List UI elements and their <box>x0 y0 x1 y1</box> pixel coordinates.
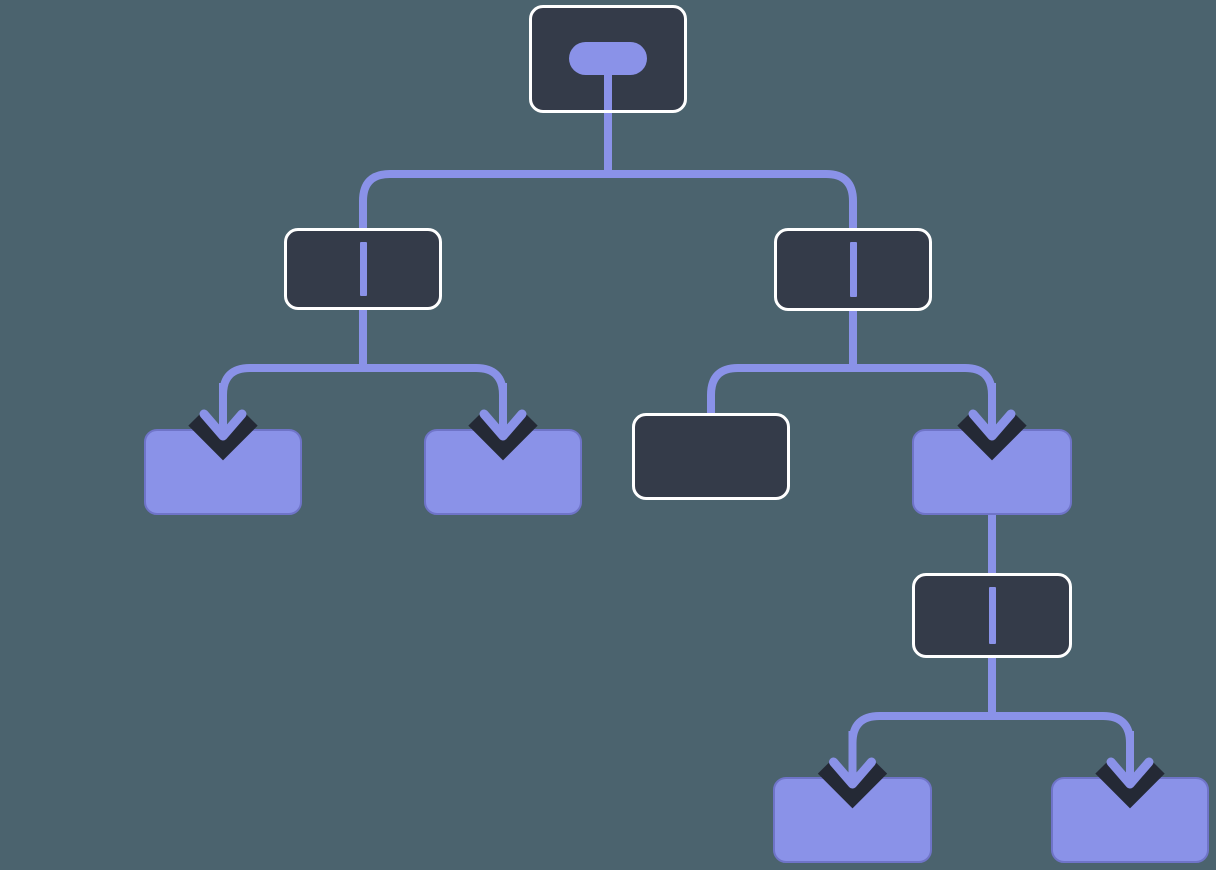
node-branch-d[interactable] <box>912 573 1072 658</box>
divider-line <box>359 242 367 296</box>
node-leaf-a[interactable] <box>144 429 302 515</box>
node-leaf-e[interactable] <box>773 777 932 863</box>
node-node-d[interactable] <box>912 429 1072 515</box>
node-leaf-c[interactable] <box>632 413 790 500</box>
connector-edge <box>604 109 857 234</box>
node-branch-left[interactable] <box>284 228 442 310</box>
node-leaf-f[interactable] <box>1051 777 1209 863</box>
pill-placeholder <box>569 42 647 75</box>
pill-stem <box>604 68 612 110</box>
node-branch-right[interactable] <box>774 228 932 311</box>
node-leaf-b[interactable] <box>424 429 582 515</box>
divider-line <box>988 587 996 644</box>
divider-line <box>849 242 857 297</box>
node-root[interactable] <box>529 5 687 113</box>
